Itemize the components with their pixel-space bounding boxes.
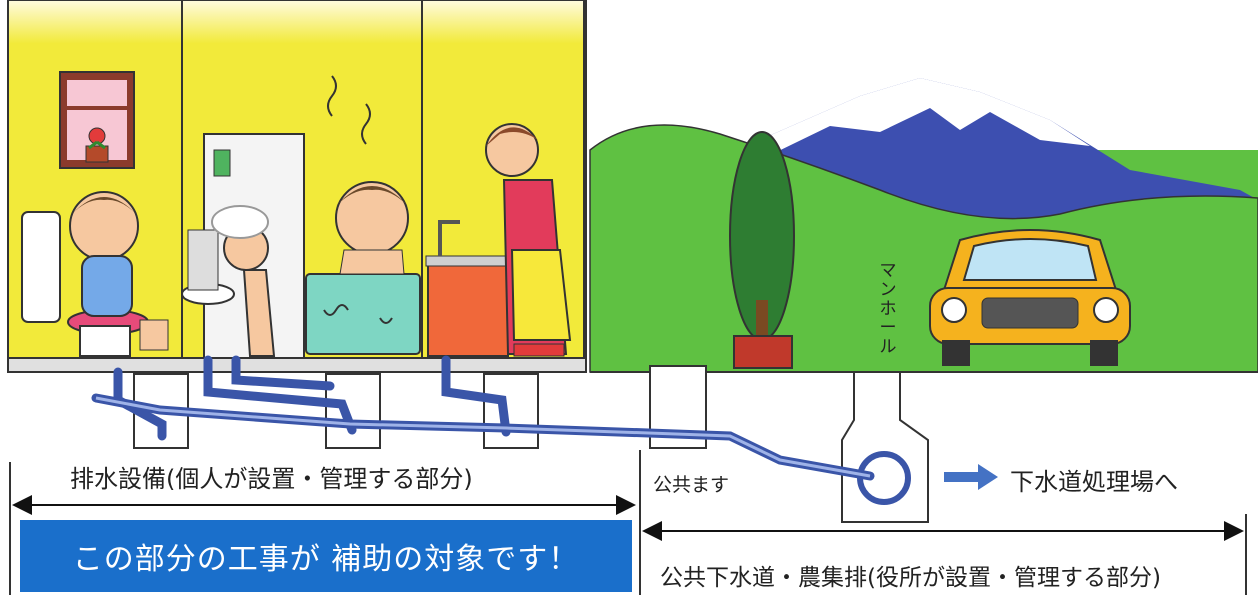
treatment-plant-label: 下水道処理場へ [1010, 468, 1178, 496]
mother [485, 123, 572, 357]
flower-pot-icon [85, 127, 109, 163]
outdoor-scene [589, 78, 1258, 373]
bathtub-icon [305, 273, 421, 355]
child-in-bath [327, 75, 409, 275]
toilet-icon [21, 211, 149, 357]
private-section-label: 排水設備(個人が設置・管理する部分) [70, 465, 473, 493]
manhole-label: マンホール [879, 261, 897, 357]
subsidy-text: この部分の工事が 補助の対象です！ [72, 542, 580, 577]
child-washing-hair [211, 205, 276, 357]
drain-pipes-highlight [95, 396, 871, 478]
child-on-toilet [69, 191, 169, 351]
private-basins [133, 373, 539, 449]
arrow-right-icon [944, 464, 998, 490]
public-section-label: 公共下水道・農集排(役所が設置・管理する部分) [660, 565, 1161, 591]
subsidy-banner: この部分の工事が 補助の対象です！ [20, 520, 632, 592]
kitchen-sink-icon [425, 220, 513, 357]
car-icon [929, 229, 1131, 366]
public-basin-label: 公共ます [653, 474, 730, 496]
manhole-icon [841, 371, 929, 523]
tree-icon [729, 131, 795, 369]
window-icon [59, 71, 135, 169]
